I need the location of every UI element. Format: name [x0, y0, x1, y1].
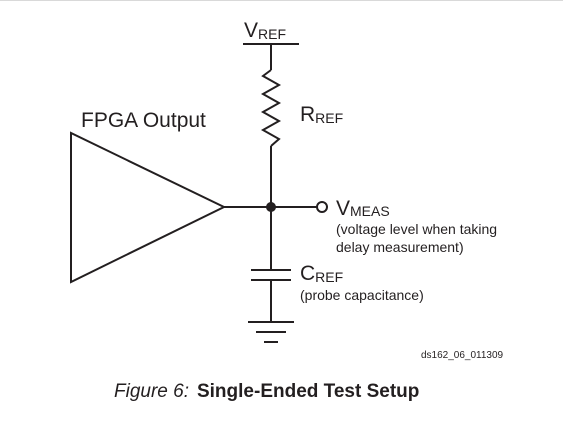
- fpga-output-label: FPGA Output: [81, 109, 206, 132]
- figure-caption: Figure 6:Single-Ended Test Setup: [114, 381, 419, 402]
- vmeas-label: VMEAS: [336, 197, 390, 220]
- doc-code: ds162_06_011309: [421, 350, 504, 361]
- cref-label: CREF: [300, 262, 343, 285]
- vref-label: VREF: [244, 19, 286, 42]
- top-border: [0, 0, 563, 1]
- vmeas-desc-line1: (voltage level when taking: [336, 221, 497, 237]
- vmeas-terminal: [316, 201, 328, 213]
- vmeas-desc-line2: delay measurement): [336, 239, 464, 255]
- cref-desc: (probe capacitance): [300, 287, 424, 303]
- fpga-output-buffer: [70, 131, 227, 284]
- ground-icon: [248, 321, 294, 343]
- rref-label: RREF: [300, 103, 343, 126]
- resistor-rref: [260, 69, 282, 147]
